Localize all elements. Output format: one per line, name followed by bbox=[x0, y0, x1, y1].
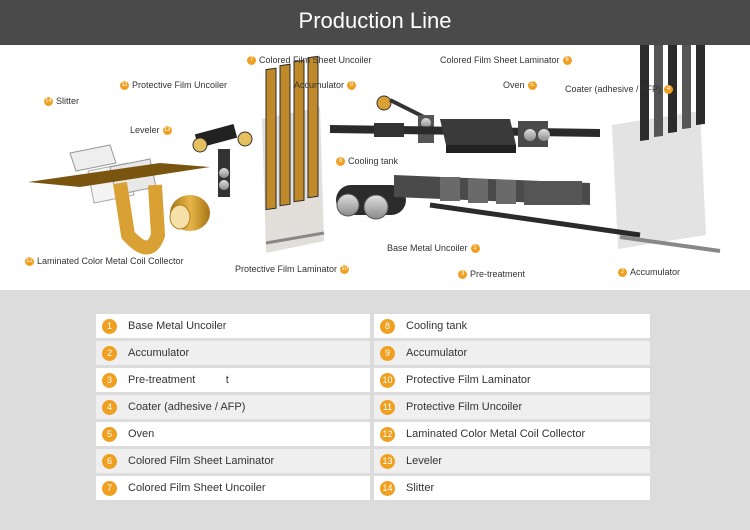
accumulator-9 bbox=[262, 55, 325, 253]
strip-loop bbox=[113, 181, 166, 255]
metal-strip-collector bbox=[28, 163, 210, 187]
colored-film-uncoiler bbox=[376, 95, 431, 122]
accumulator-2 bbox=[612, 3, 721, 253]
oven bbox=[440, 119, 516, 153]
coil-collector bbox=[169, 195, 210, 231]
base-metal-uncoiler bbox=[336, 185, 406, 220]
cooling-tank bbox=[374, 123, 404, 137]
label-coater: Coater (adhesive / AFP)4 bbox=[565, 84, 674, 94]
production-line-illustration bbox=[28, 3, 721, 255]
coater bbox=[518, 121, 550, 147]
title-bar: Production Line bbox=[0, 0, 750, 45]
protective-film-laminator bbox=[218, 149, 230, 197]
page-title: Production Line bbox=[298, 8, 452, 33]
protective-film-uncoiler bbox=[192, 124, 253, 153]
pre-treatment bbox=[394, 175, 641, 238]
